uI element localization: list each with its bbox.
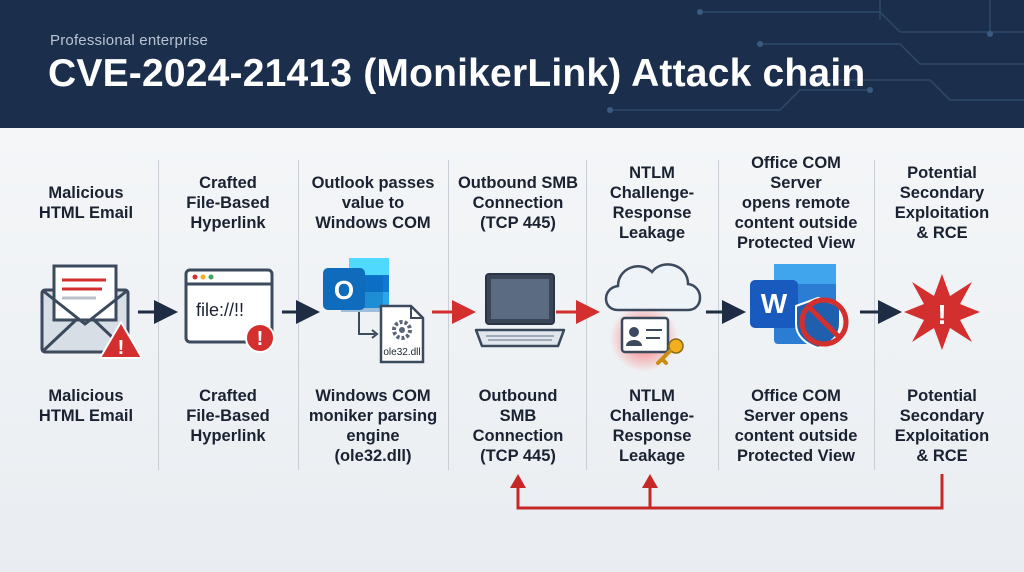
feedback-arrowhead-smb <box>510 474 526 488</box>
email-warning-icon: ! <box>40 264 143 359</box>
word-blocked-shield-icon: W <box>750 264 849 350</box>
feedback-loop-line <box>516 474 944 510</box>
header-eyebrow: Professional enterprise <box>50 32 209 49</box>
svg-text:!: ! <box>118 337 125 359</box>
page-title: CVE-2024-21413 (MonikerLink) Attack chai… <box>48 52 866 95</box>
laptop-icon <box>474 273 566 348</box>
svg-text:!: ! <box>937 299 946 330</box>
svg-text:W: W <box>761 288 788 319</box>
explosion-alert-icon: ! <box>904 274 980 350</box>
ole32-file-label: ole32.dll <box>383 347 420 358</box>
stage-divider <box>448 160 449 470</box>
outlook-com-icon: O ole32.dll <box>323 258 425 364</box>
diagram-canvas <box>0 128 1024 572</box>
cloud-credential-key-icon <box>604 263 702 372</box>
svg-text:O: O <box>334 275 354 305</box>
feedback-arrowhead-ntlm <box>642 474 658 488</box>
svg-text:file://!!: file://!! <box>196 300 244 320</box>
browser-file-link-icon: file://!! ! <box>184 268 275 353</box>
circuit-decoration <box>607 0 1024 113</box>
stage-divider <box>718 160 719 470</box>
stage-divider <box>874 160 875 470</box>
header-banner: Professional enterprise CVE-2024-21413 (… <box>0 0 1024 128</box>
svg-text:!: ! <box>257 328 264 350</box>
